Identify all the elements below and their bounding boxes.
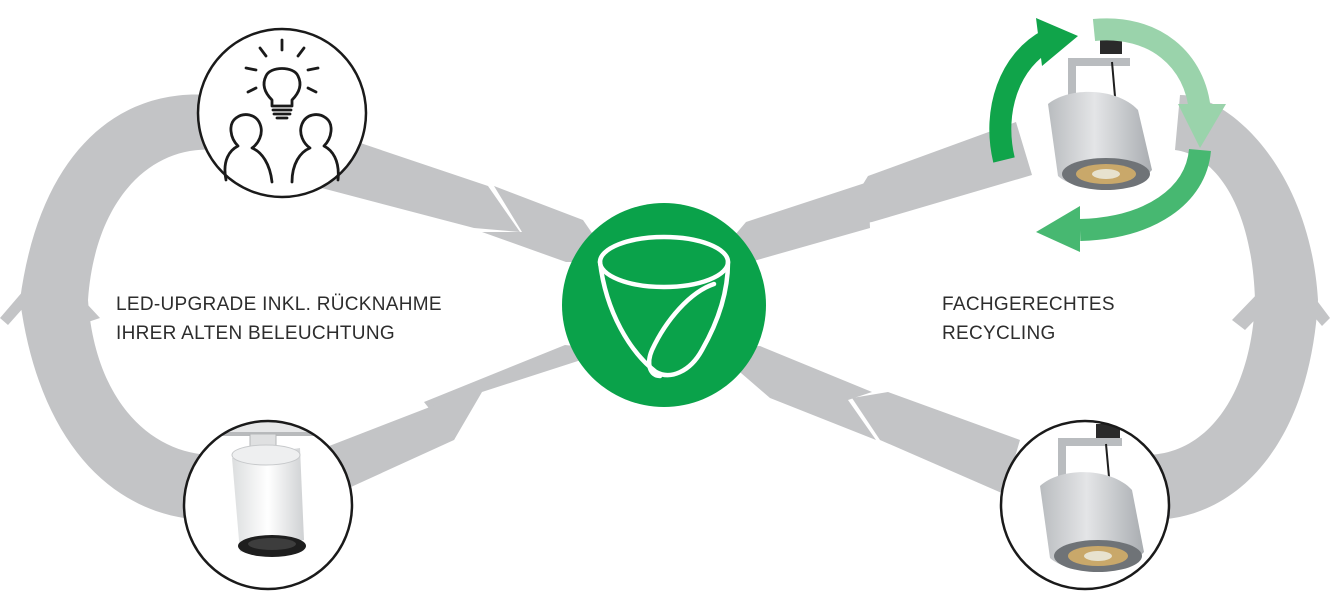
old-spotlight-icon [1040,424,1144,572]
recycled-spotlight-icon [1048,40,1152,190]
loop-right-arc [1145,95,1318,520]
old-spotlight-circle [999,419,1171,591]
label-led-upgrade-line2: IHRER ALTEN BELEUCHTUNG [116,323,395,344]
idea-circle [196,27,368,199]
loop-right-arrowhead [1232,262,1330,330]
loop-band-upper-right-2 [712,182,870,262]
loop-left-arrowhead [0,262,100,325]
loop-band-upper-left-2 [482,186,612,262]
recycling-group [989,18,1226,252]
recycling-arrows-icon [989,18,1226,252]
center-logo [562,203,766,407]
label-recycling-line2: RECYCLING [942,323,1056,344]
label-recycling-line1: FACHGERECHTES [942,294,1115,315]
loop-left-arc [20,94,215,520]
loop-band-lower-right-2 [852,392,1020,494]
idea-people-icon [223,38,340,184]
loop-band-upper-right-1 [836,122,1032,228]
label-led-upgrade-line1: LED-UPGRADE INKL. RÜCKNAHME [116,294,442,315]
loop-band-lower-right-1 [712,346,876,440]
label-led-upgrade: LED-UPGRADE INKL. RÜCKNAHME IHRER ALTEN … [116,290,442,348]
lamp-reflector-icon [597,234,731,379]
label-recycling: FACHGERECHTES RECYCLING [942,290,1115,348]
loop-band-lower-left-2 [324,398,476,492]
new-led-spotlight-circle [182,419,354,591]
